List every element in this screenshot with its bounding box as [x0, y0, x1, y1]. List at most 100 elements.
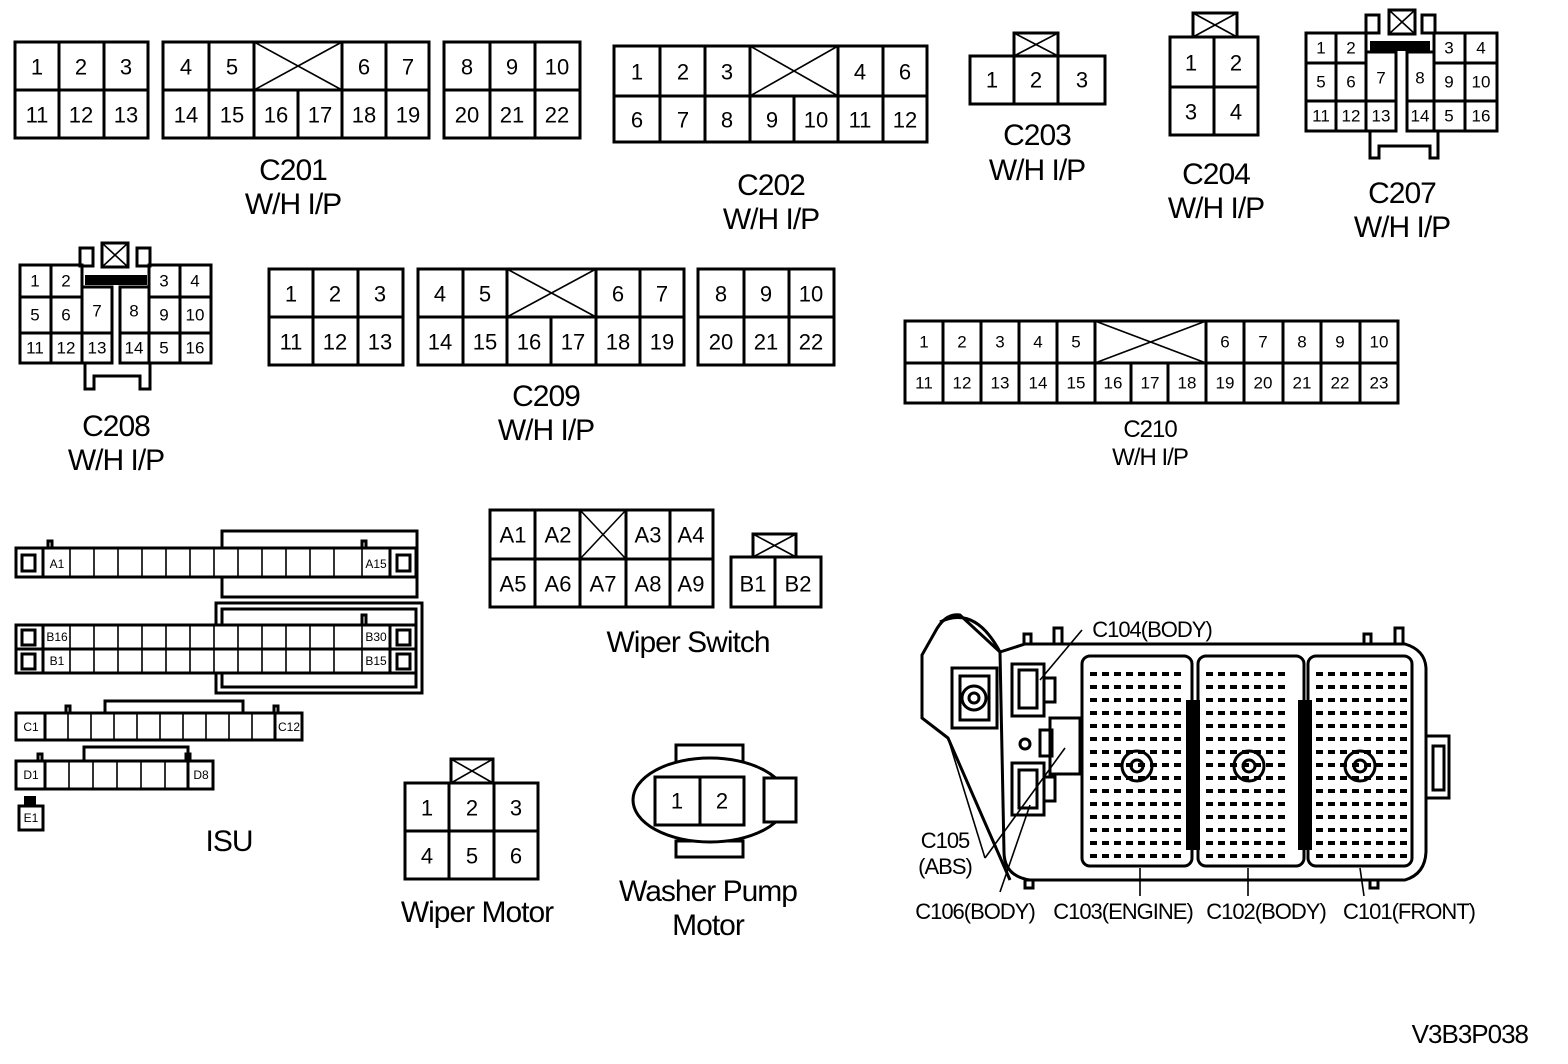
connector-sublabel: W/H I/P: [1354, 211, 1450, 244]
terminal-slot: [1364, 854, 1371, 858]
pin: B16: [46, 630, 68, 644]
pin: 9: [760, 282, 772, 307]
pin: 22: [799, 330, 823, 355]
terminal-slot: [1174, 685, 1181, 689]
pin: 1: [919, 333, 928, 352]
terminal-slot: [1102, 711, 1109, 715]
pin: 2: [716, 789, 728, 814]
terminal-slot: [1254, 685, 1261, 689]
terminal-slot: [1266, 672, 1273, 676]
connector-label: C209: [512, 380, 580, 413]
connector-label: C203: [1003, 119, 1071, 152]
pin: 7: [1258, 333, 1267, 352]
terminal-slot: [1102, 672, 1109, 676]
terminal-slot: [1218, 737, 1225, 741]
terminal-slot: [1162, 776, 1169, 780]
pin: 4: [1230, 100, 1242, 125]
pin: 5: [226, 55, 238, 80]
terminal-slot: [1174, 841, 1181, 845]
terminal-slot: [1114, 828, 1121, 832]
terminal-slot: [1138, 698, 1145, 702]
terminal-slot: [1340, 763, 1347, 767]
pin: 20: [709, 330, 733, 355]
terminal-slot: [1266, 763, 1273, 767]
terminal-slot: [1340, 815, 1347, 819]
pin: 8: [1297, 333, 1306, 352]
pin: 10: [1472, 73, 1491, 92]
terminal-slot: [1138, 750, 1145, 754]
pin: 9: [506, 55, 518, 80]
terminal-slot: [1114, 802, 1121, 806]
pin: 2: [61, 272, 70, 291]
terminal-slot: [1316, 685, 1323, 689]
terminal-slot: [1266, 854, 1273, 858]
terminal-slot: [1400, 815, 1407, 819]
terminal-slot: [1174, 724, 1181, 728]
terminal-slot: [1376, 763, 1383, 767]
terminal-slot: [1364, 763, 1371, 767]
pin: 8: [715, 282, 727, 307]
terminal-slot: [1126, 763, 1133, 767]
terminal-slot: [1278, 672, 1285, 676]
terminal-slot: [1090, 672, 1097, 676]
connector-sublabel: W/H I/P: [245, 188, 341, 221]
terminal-slot: [1206, 789, 1213, 793]
terminal-slot: [1230, 698, 1237, 702]
terminal-slot: [1090, 685, 1097, 689]
connector-label: Motor: [672, 909, 745, 942]
connector-c210: 1 2 3 4 5 6 7 8 9 10 11 12 13 14 15 16 1…: [903, 319, 1400, 471]
terminal-slot: [1400, 841, 1407, 845]
connector-washer-pump-motor: 1 2 Washer Pump Motor: [619, 743, 798, 942]
terminal-slot: [1150, 698, 1157, 702]
pin: 13: [1372, 107, 1391, 126]
pin: 2: [1346, 39, 1355, 58]
terminal-slot: [1376, 815, 1383, 819]
pin: 15: [473, 330, 497, 355]
terminal-slot: [1230, 750, 1237, 754]
terminal-slot: [1114, 750, 1121, 754]
pin: 3: [120, 55, 132, 80]
terminal-slot: [1206, 698, 1213, 702]
terminal-slot: [1114, 672, 1121, 676]
terminal-slot: [1376, 698, 1383, 702]
terminal-slot: [1400, 802, 1407, 806]
terminal-slot: [1150, 724, 1157, 728]
terminal-slot: [1218, 828, 1225, 832]
terminal-slot: [1388, 828, 1395, 832]
terminal-slot: [1400, 750, 1407, 754]
terminal-slot: [1150, 711, 1157, 715]
terminal-slot: [1340, 776, 1347, 780]
terminal-slot: [1376, 672, 1383, 676]
terminal-slot: [1242, 763, 1249, 767]
terminal-slot: [1242, 737, 1249, 741]
pin: 10: [804, 108, 828, 133]
terminal-slot: [1230, 841, 1237, 845]
fuse-callout-c104: C104(BODY): [1092, 617, 1212, 642]
pin: 4: [1033, 333, 1042, 352]
pin: 20: [455, 103, 479, 128]
terminal-slot: [1316, 789, 1323, 793]
connector-label: C210: [1123, 416, 1177, 443]
connector-label: C201: [259, 154, 327, 187]
pin: 14: [1029, 374, 1048, 393]
terminal-slot: [1090, 854, 1097, 858]
pin: 11: [26, 103, 49, 128]
pin: 16: [1104, 374, 1123, 393]
terminal-slot: [1388, 672, 1395, 676]
terminal-slot: [1114, 789, 1121, 793]
terminal-slot: [1206, 724, 1213, 728]
terminal-slot: [1114, 841, 1121, 845]
pin: 7: [92, 302, 101, 321]
pin: A8: [635, 572, 662, 597]
terminal-slot: [1400, 737, 1407, 741]
pin: 22: [545, 103, 569, 128]
fuse-callout-c101: C101(FRONT): [1343, 899, 1475, 924]
pin: 2: [75, 55, 87, 80]
pin: 12: [69, 103, 93, 128]
pin: 5: [159, 339, 168, 358]
fuse-terminal-grid: [1090, 672, 1407, 858]
connector-c208: 1 2 5 6 7 11 12 13 3 4 8 9 10 14 5 16 C2…: [18, 241, 213, 477]
pin: A1: [500, 523, 527, 548]
terminal-slot: [1400, 789, 1407, 793]
terminal-slot: [1266, 724, 1273, 728]
